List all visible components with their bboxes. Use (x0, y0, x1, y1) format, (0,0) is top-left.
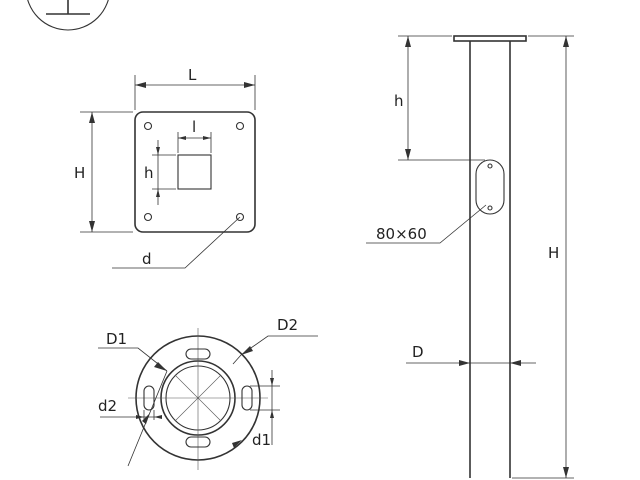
dimension-D2-label: D2 (277, 316, 298, 334)
dimension-pole-D-label: D (412, 343, 424, 361)
dimension-D1-label: D1 (106, 330, 127, 348)
base-plate-hole (143, 121, 153, 131)
base-plate-view: L H l h d (74, 66, 256, 269)
dimension-h-label: h (144, 164, 154, 182)
dimension-pole-h-label: h (394, 92, 404, 110)
flange-slot (185, 348, 211, 360)
pole-top-plate (453, 35, 527, 42)
base-plate-hole (235, 212, 245, 222)
dimension-H-label: H (74, 164, 85, 182)
dimension-L-label: L (188, 66, 197, 84)
dimension-d1-label: d1 (252, 431, 271, 449)
flange-slot (143, 385, 155, 411)
symbol-icon (27, 0, 109, 31)
pole-view: h 80×60 H D (366, 35, 574, 479)
dimension-l-label: l (192, 118, 196, 136)
dimension-d2-label: d2 (98, 397, 117, 415)
leader-d (112, 216, 241, 269)
flange-slot (241, 385, 253, 411)
dimension-pole-H-label: H (548, 244, 559, 262)
leader-hatch (366, 204, 487, 244)
leader-D2 (240, 335, 318, 356)
pole-hatch (475, 159, 505, 215)
base-plate-outline (134, 111, 256, 233)
hatch-size-label: 80×60 (376, 225, 427, 243)
flange-slot (185, 436, 211, 448)
flange-view: D1 D2 d2 d1 (98, 316, 318, 470)
base-plate-hole (143, 212, 153, 222)
dimension-d-label: d (142, 250, 152, 268)
base-plate-hole (235, 121, 245, 131)
base-plate-opening (177, 154, 212, 190)
